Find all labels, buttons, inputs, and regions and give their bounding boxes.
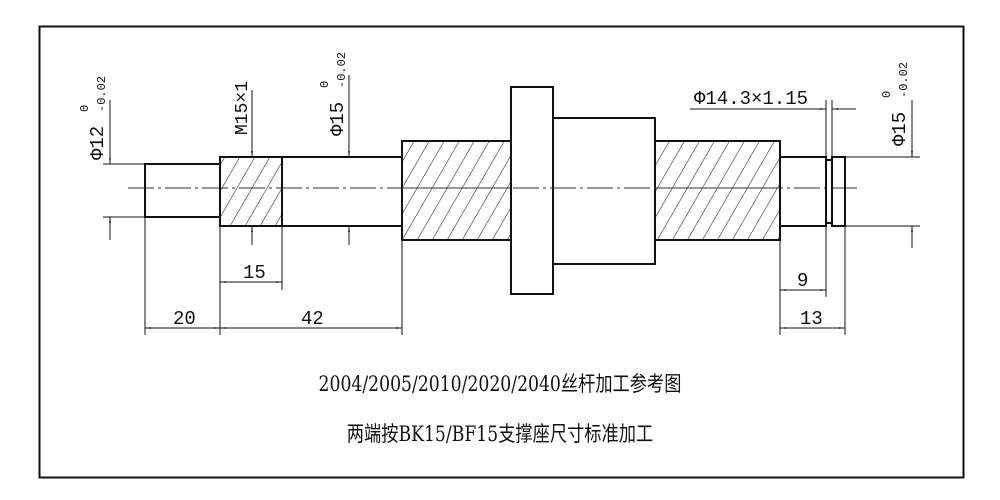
nut-body xyxy=(552,117,656,265)
shaft-outline xyxy=(144,86,846,295)
right-end-upper-tol: 0 xyxy=(880,91,894,98)
left-end-diameter-label: Φ12 xyxy=(87,126,109,160)
thread-spec-label: M15×1 xyxy=(233,81,253,135)
left-end-upper-tol: 0 xyxy=(78,105,92,112)
drawing-frame xyxy=(38,25,965,479)
right-end-diameter-label: Φ15 xyxy=(889,112,911,146)
ball-screw-left xyxy=(401,140,512,241)
dim-left-end-diameter xyxy=(103,100,145,240)
right-groove-position-label: 9 xyxy=(797,270,808,292)
bearing-seat xyxy=(281,156,403,227)
bearing-seat-lower-tol: -0.02 xyxy=(335,52,349,88)
right-end-length-label: 13 xyxy=(800,308,823,330)
left-end-lower-tol: -0.02 xyxy=(95,76,109,112)
thread-length-label: 15 xyxy=(243,262,266,284)
nut-flange xyxy=(510,86,554,295)
dim-right-end-diameter xyxy=(845,100,920,248)
bearing-seat-upper-tol: 0 xyxy=(318,81,332,88)
dim-groove-spec xyxy=(690,100,856,160)
left-end-journal xyxy=(144,163,221,218)
thread-section xyxy=(219,156,283,227)
bearing-seat-diameter-label: Φ15 xyxy=(327,102,349,136)
left-end-length-label: 20 xyxy=(173,308,196,330)
right-end-lower-tol: -0.02 xyxy=(897,62,911,98)
dim-horizontal-left xyxy=(144,217,403,335)
right-journal xyxy=(779,156,827,227)
end-collar xyxy=(831,156,846,227)
drawing-subtitle: 两端按BK15/BF15支撑座尺寸标准加工 xyxy=(346,422,654,446)
ball-screw-right xyxy=(654,140,781,241)
groove-spec-label: Φ14.3×1.15 xyxy=(694,88,808,110)
bearing-seat-length-label: 42 xyxy=(301,308,324,330)
dim-horizontal-right xyxy=(779,223,846,335)
drawing-title: 2004/2005/2010/2020/2040丝杆加工参考图 xyxy=(318,372,682,396)
